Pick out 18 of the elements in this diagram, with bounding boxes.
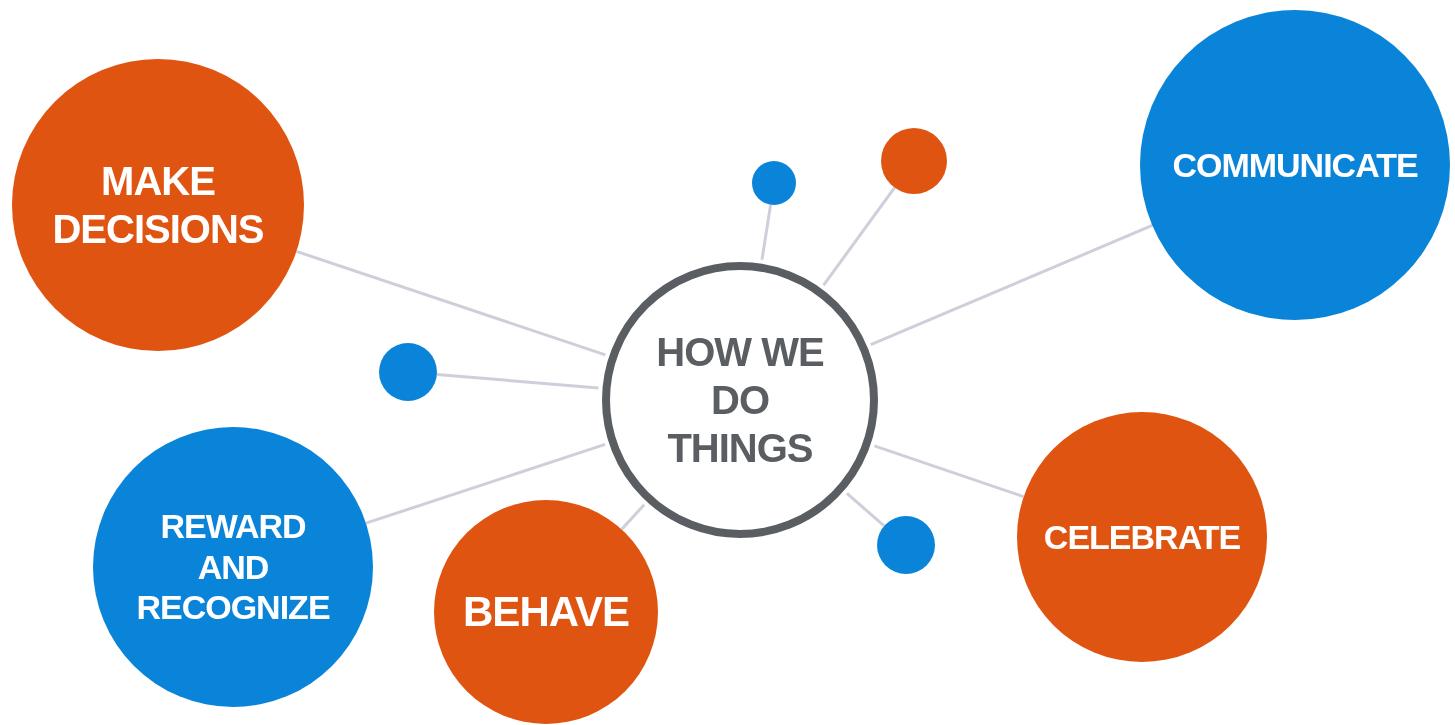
topic-label: HOW WE DO THINGS <box>655 329 825 472</box>
connector-line <box>845 492 886 528</box>
connector-line <box>436 372 599 390</box>
connector-line <box>822 186 896 287</box>
dot <box>379 343 437 401</box>
topic-label: COMMUNICATE <box>1172 144 1418 186</box>
topic-label: BEHAVE <box>463 586 629 637</box>
dot <box>877 516 935 574</box>
connector-line <box>870 224 1153 346</box>
topic-label: MAKE DECISIONS <box>51 158 265 253</box>
topic-label: CELEBRATE <box>1043 516 1241 558</box>
connector-line <box>365 443 606 525</box>
connector-line <box>873 444 1025 499</box>
connector-line <box>760 204 773 260</box>
connector-line <box>620 503 646 531</box>
dot <box>752 161 796 205</box>
connector-line <box>295 249 606 357</box>
topic-label: REWARD AND RECOGNIZE <box>135 505 331 629</box>
